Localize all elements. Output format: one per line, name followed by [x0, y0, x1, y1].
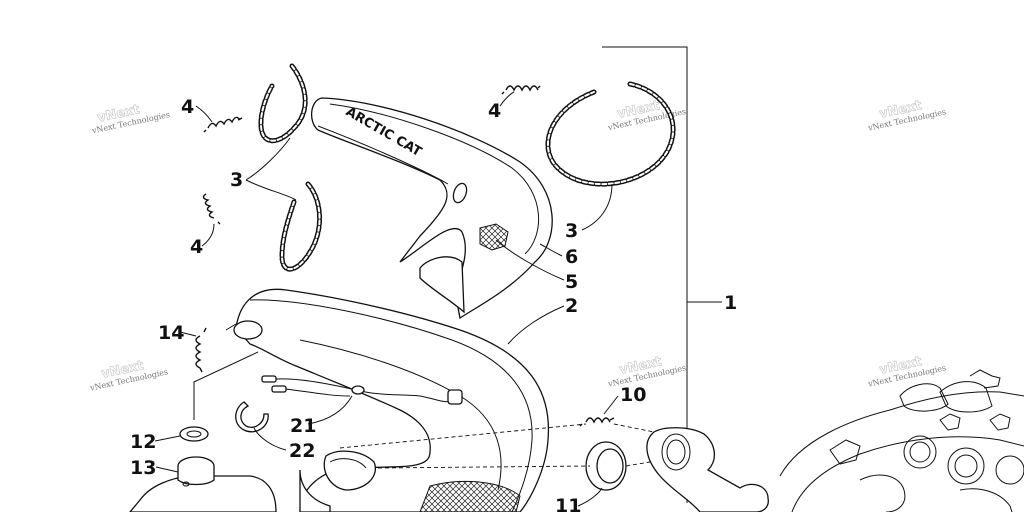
callout-11: 11 — [555, 495, 581, 512]
assembly-bracket — [602, 46, 688, 503]
callout-5: 5 — [565, 271, 578, 293]
exhaust-pipe — [233, 288, 550, 512]
spring-4-upper-left — [203, 116, 243, 133]
chain-right — [545, 81, 676, 187]
spring-4-lower-left — [202, 193, 221, 225]
sensor-wire-21 — [261, 375, 463, 405]
snap-ring-22 — [235, 401, 269, 433]
spring-4-top-right — [501, 85, 541, 95]
callout-14: 14 — [158, 322, 184, 344]
chain-left-lower — [279, 181, 323, 272]
callout-10: 10 — [620, 384, 646, 406]
assembly-line — [339, 423, 587, 449]
exhaust-manifold — [646, 427, 769, 512]
assembly-line — [625, 461, 651, 467]
spring-10 — [579, 417, 615, 427]
callout-3-right: 3 — [565, 220, 578, 242]
silencer-13 — [129, 456, 277, 512]
callout-labels: 4 3 4 4 3 6 5 2 1 14 10 21 12 22 13 11 — [130, 96, 737, 512]
callout-6: 6 — [565, 246, 578, 268]
callout-12: 12 — [130, 431, 156, 453]
heat-shield-cover: ARCTIC CAT — [311, 97, 553, 320]
callout-4-upper-left: 4 — [181, 96, 194, 118]
assembly-line — [613, 423, 655, 433]
callout-1: 1 — [724, 292, 737, 314]
callout-21: 21 — [290, 415, 316, 437]
engine-block — [779, 369, 1024, 512]
seal-ring-11 — [585, 441, 627, 491]
grommet-12 — [179, 426, 209, 442]
callout-22: 22 — [289, 440, 315, 462]
callout-3-left: 3 — [230, 169, 243, 191]
leader-lines — [154, 91, 619, 507]
callout-13: 13 — [130, 457, 156, 479]
callout-4-lower-left: 4 — [190, 236, 203, 258]
assembly-line — [377, 465, 591, 469]
decal-5 — [479, 223, 509, 251]
chain-left-upper — [258, 63, 308, 144]
callout-2: 2 — [565, 295, 578, 317]
spring-14 — [195, 327, 207, 373]
callout-4-top-right: 4 — [488, 100, 501, 122]
